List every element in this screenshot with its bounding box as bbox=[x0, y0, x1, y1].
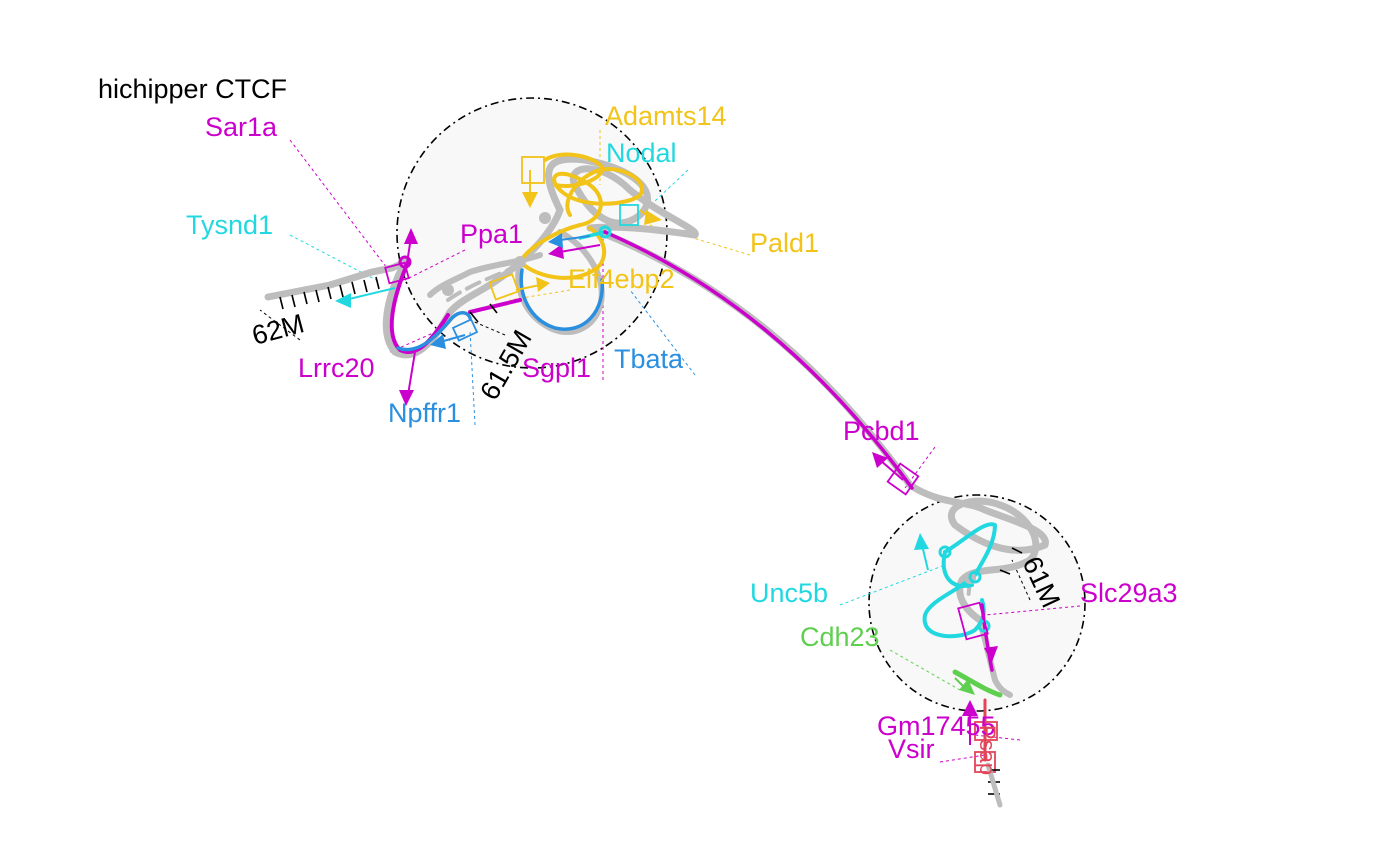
gene-label-ppa1: Ppa1 bbox=[460, 219, 523, 249]
gene-label-nodal: Nodal bbox=[606, 138, 677, 168]
gene-label-slc29a3: Slc29a3 bbox=[1080, 578, 1178, 608]
gene-direction-arrows bbox=[335, 170, 998, 745]
gene-label-eif4ebp2: Eif4ebp2 bbox=[568, 264, 675, 294]
fiber-tail bbox=[985, 762, 1003, 808]
gene-label-tbata: Tbata bbox=[614, 344, 684, 374]
gene-label-npffr1: Npffr1 bbox=[388, 398, 461, 428]
gene-label-sar1a: Sar1a bbox=[205, 112, 278, 142]
gene-label-unc5b: Unc5b bbox=[750, 578, 828, 608]
gene-label-gm17455: Gm17455 bbox=[877, 711, 996, 741]
tick-62m: 62M bbox=[249, 308, 308, 351]
gene-label-cdh23: Cdh23 bbox=[800, 622, 880, 652]
gene-label-sgpl1: Sgpl1 bbox=[522, 353, 591, 383]
gene-label-vsir: Vsir bbox=[888, 734, 935, 764]
gene-label-adamts14: Adamts14 bbox=[605, 101, 727, 131]
gene-labels: Sar1a Adamts14 Nodal Tysnd1 Ppa1 Pald1 E… bbox=[186, 101, 1178, 775]
gene-segments bbox=[389, 152, 1003, 762]
diagram-title: hichipper CTCF bbox=[98, 74, 287, 104]
gene-label-lrrc20: Lrrc20 bbox=[298, 353, 375, 383]
gene-label-psap: Psap bbox=[975, 725, 1000, 775]
gene-label-pcbd1: Pcbd1 bbox=[843, 416, 920, 446]
gene-label-tysnd1: Tysnd1 bbox=[186, 210, 273, 240]
gene-label-pald1: Pald1 bbox=[750, 228, 819, 258]
